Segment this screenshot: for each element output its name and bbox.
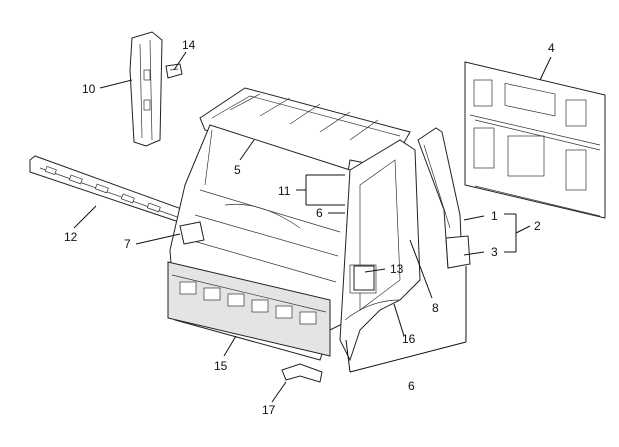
- part-12-cross-member: [29, 155, 191, 225]
- callout-11: 11: [278, 184, 291, 198]
- callout-6-upper: 6: [316, 206, 323, 220]
- callout-15: 15: [214, 359, 228, 373]
- callout-7: 7: [124, 237, 131, 251]
- part-13-plate: [353, 265, 375, 291]
- callout-12: 12: [64, 230, 78, 244]
- callout-1: 1: [491, 209, 498, 223]
- callout-4: 4: [548, 41, 555, 55]
- callout-13: 13: [390, 262, 404, 276]
- cab-side-panel: [339, 139, 421, 362]
- part-1-rear-pillar: [417, 127, 471, 269]
- part-14-bracket: [165, 63, 183, 79]
- part-7-bracket: [179, 221, 205, 245]
- part-17-bracket: [281, 363, 323, 383]
- callout-17: 17: [262, 403, 276, 417]
- callout-2: 2: [534, 219, 541, 233]
- part-10-pillar: [129, 31, 163, 147]
- part-15-lower-panel: [167, 261, 331, 357]
- part-4-rear-wall: [464, 61, 606, 219]
- callout-16: 16: [402, 332, 416, 346]
- callout-8: 8: [432, 301, 439, 315]
- callout-10: 10: [82, 82, 96, 96]
- leader-lines: [73, 51, 552, 403]
- callout-14: 14: [182, 38, 196, 52]
- callout-3: 3: [491, 245, 498, 259]
- callout-6-lower: 6: [408, 379, 415, 393]
- callout-5: 5: [234, 163, 241, 177]
